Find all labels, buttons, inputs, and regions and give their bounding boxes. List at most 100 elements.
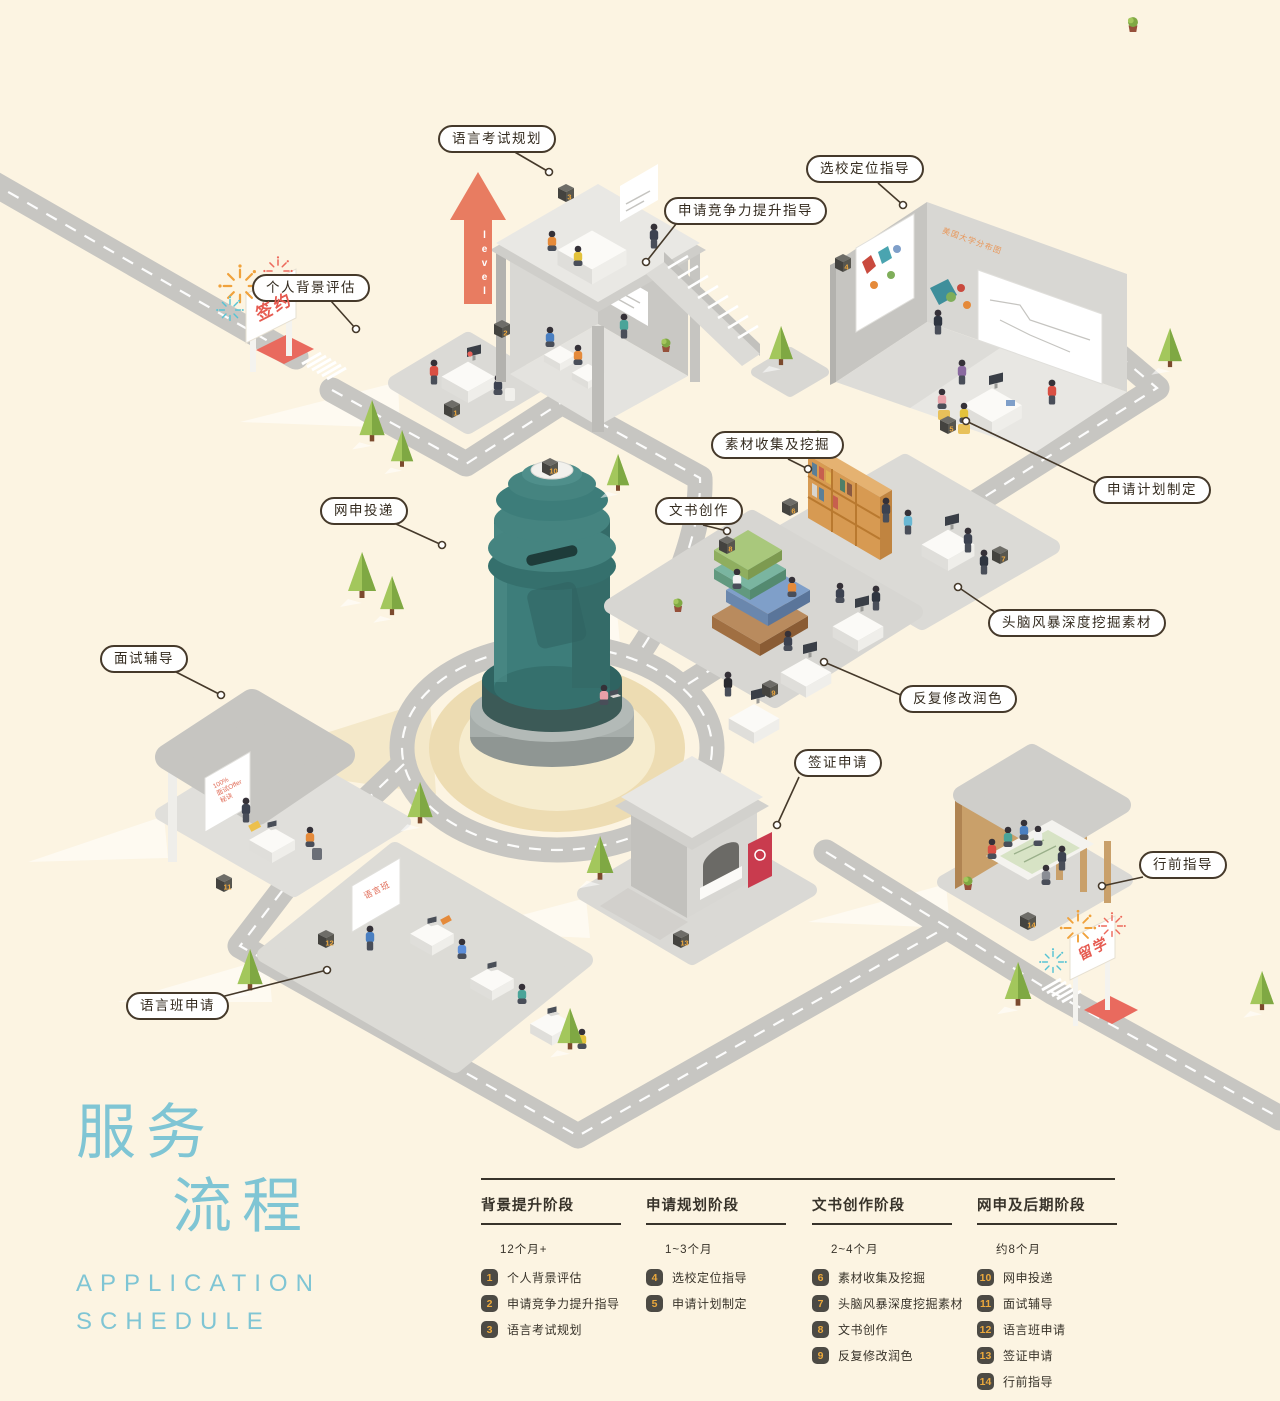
legend-header: 网申及后期阶段 [977, 1194, 1117, 1225]
legend-item: 12 语言班申请 [977, 1321, 1137, 1338]
svg-text:7: 7 [1001, 555, 1005, 564]
legend-item: 11 面试辅导 [977, 1295, 1137, 1312]
legend-item: 7 头脑风暴深度挖掘素材 [812, 1295, 972, 1312]
legend-label: 语言班申请 [1003, 1323, 1066, 1337]
legend-duration: 约8个月 [996, 1244, 1041, 1256]
svg-text:10: 10 [549, 467, 557, 476]
station-interview-booth [155, 689, 411, 897]
svg-text:11: 11 [224, 883, 232, 892]
legend-label: 语言考试规划 [507, 1323, 583, 1337]
legend-label: 文书创作 [838, 1323, 889, 1337]
legend-item: 9 反复修改润色 [812, 1347, 972, 1364]
gate-stairs [301, 351, 347, 381]
callout-interview-coaching: 面试辅导 [100, 645, 188, 674]
station-essay-revision [604, 510, 923, 744]
legend-badge: 9 [812, 1347, 829, 1364]
level-arrow-text: level [479, 230, 490, 300]
title-en-line2: SCHEDULE [76, 1308, 271, 1335]
station-pre-departure [937, 744, 1133, 941]
legend-label: 网申投递 [1003, 1271, 1054, 1285]
level-arrow [450, 172, 506, 304]
legend-label: 申请计划制定 [672, 1297, 748, 1311]
callout-connectors [175, 150, 1144, 1000]
callout-background-assessment: 个人背景评估 [252, 274, 370, 303]
legend-header: 背景提升阶段 [481, 1194, 621, 1225]
legend-badge: 1 [481, 1269, 498, 1286]
building-two-story [450, 164, 829, 432]
abroad-sign [1069, 915, 1116, 1026]
legend-item: 8 文书创作 [812, 1321, 972, 1338]
legend-badge: 11 [977, 1295, 994, 1312]
svg-text:4: 4 [844, 263, 849, 272]
legend-duration: 1~3个月 [665, 1244, 713, 1256]
svg-text:14: 14 [1027, 921, 1036, 930]
legend-duration: 2~4个月 [831, 1244, 879, 1256]
callout-revision-polish: 反复修改润色 [899, 685, 1017, 714]
svg-text:5: 5 [949, 425, 953, 434]
callout-language-test-planning: 语言考试规划 [438, 125, 556, 154]
legend-badge: 6 [812, 1269, 829, 1286]
legend-item: 1 个人背景评估 [481, 1269, 641, 1286]
mailbox [470, 460, 634, 767]
svg-text:3: 3 [567, 193, 571, 202]
legend-top-rule [481, 1178, 1115, 1180]
svg-text:2: 2 [503, 329, 507, 338]
callout-school-selection: 选校定位指导 [806, 155, 924, 184]
station-material-brainstorm [767, 430, 1060, 630]
svg-text:1: 1 [453, 409, 457, 418]
svg-text:9: 9 [771, 689, 775, 698]
legend-item: 10 网申投递 [977, 1269, 1137, 1286]
legend-badge: 10 [977, 1269, 994, 1286]
callout-pre-departure: 行前指导 [1139, 851, 1227, 880]
page-title: 服务 流程 APPLICATION SCHEDULE [76, 1100, 321, 1336]
abroad-stairs [1041, 977, 1082, 1004]
step-cubes: 1 2 3 4 5 6 7 8 9 10 11 12 13 14 [216, 184, 1036, 948]
callout-visa-application: 签证申请 [794, 749, 882, 778]
title-zh-line2: 流程 [172, 1173, 312, 1240]
station-visa-building [577, 756, 817, 965]
legend-item: 5 申请计划制定 [646, 1295, 806, 1312]
legend-header: 申请规划阶段 [646, 1194, 786, 1225]
svg-text:8: 8 [728, 545, 732, 554]
title-zh-line1: 服务 [76, 1099, 216, 1166]
legend-label: 签证申请 [1003, 1349, 1054, 1363]
title-en-line1: APPLICATION [76, 1270, 321, 1297]
legend-label: 行前指导 [1003, 1375, 1054, 1389]
legend-badge: 7 [812, 1295, 829, 1312]
legend-label: 素材收集及挖掘 [838, 1271, 926, 1285]
legend-badge: 2 [481, 1295, 498, 1312]
legend-badge: 3 [481, 1321, 498, 1338]
svg-text:6: 6 [791, 507, 795, 516]
legend-badge: 12 [977, 1321, 994, 1338]
legend-label: 面试辅导 [1003, 1297, 1054, 1311]
callout-material-collection: 素材收集及挖掘 [711, 431, 844, 460]
school-selection-room [830, 202, 1127, 452]
red-carpet-start [256, 335, 314, 364]
station-language-class [257, 842, 593, 1073]
callout-brainstorm: 头脑风暴深度挖掘素材 [988, 609, 1166, 638]
callout-essay-writing: 文书创作 [655, 497, 743, 526]
legend-column-planning-stage: 申请规划阶段 1~3个月 4 选校定位指导 5 申请计划制定 [646, 1194, 806, 1321]
legend-badge: 5 [646, 1295, 663, 1312]
svg-text:13: 13 [680, 939, 688, 948]
callout-application-plan: 申请计划制定 [1093, 476, 1211, 505]
legend-label: 选校定位指导 [672, 1271, 748, 1285]
red-carpet-end [1084, 996, 1138, 1024]
legend-item: 4 选校定位指导 [646, 1269, 806, 1286]
legend-label: 反复修改润色 [838, 1349, 914, 1363]
callout-online-application: 网申投递 [320, 497, 408, 526]
legend-item: 6 素材收集及挖掘 [812, 1269, 972, 1286]
legend-badge: 4 [646, 1269, 663, 1286]
svg-text:12: 12 [325, 939, 333, 948]
legend-badge: 8 [812, 1321, 829, 1338]
callout-competitiveness-guidance: 申请竞争力提升指导 [664, 197, 827, 226]
legend-label: 个人背景评估 [507, 1271, 583, 1285]
legend-label: 头脑风暴深度挖掘素材 [838, 1297, 964, 1311]
